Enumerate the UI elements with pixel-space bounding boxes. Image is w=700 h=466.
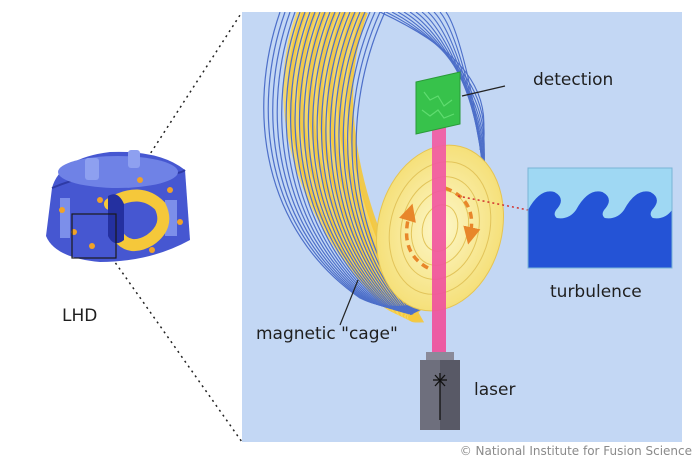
label-magnetic-cage: magnetic "cage" bbox=[256, 324, 398, 344]
label-detection: detection bbox=[533, 70, 614, 90]
zoom-line-top bbox=[140, 11, 243, 169]
laser-emitter-icon bbox=[433, 373, 447, 420]
flow-arrow-left bbox=[399, 203, 429, 270]
lhd-device-illustration bbox=[46, 150, 190, 262]
zoom-line-bottom bbox=[111, 257, 243, 443]
label-laser: laser bbox=[474, 380, 516, 400]
turbulence-leader bbox=[457, 195, 529, 211]
copyright-credit: © National Institute for Fusion Science bbox=[459, 444, 692, 458]
label-lhd: LHD bbox=[62, 306, 98, 326]
zoom-selection-box bbox=[71, 213, 117, 259]
label-turbulence: turbulence bbox=[550, 282, 642, 302]
cage-leader bbox=[339, 279, 359, 326]
flow-arrow-right bbox=[444, 186, 481, 245]
detection-leader bbox=[461, 85, 506, 97]
laser-source bbox=[420, 352, 460, 430]
detector bbox=[415, 71, 461, 135]
turbulence-inset bbox=[527, 167, 673, 269]
